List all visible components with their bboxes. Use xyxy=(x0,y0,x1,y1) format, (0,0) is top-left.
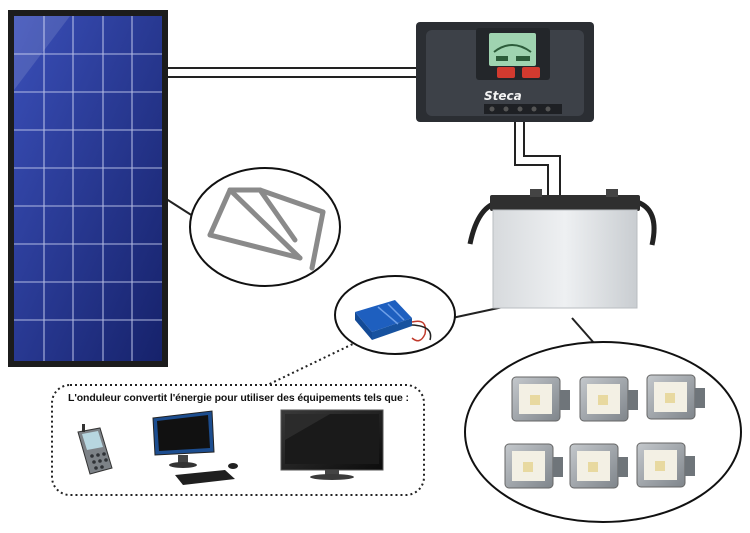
controller-button-right xyxy=(522,67,540,78)
controller-button-left xyxy=(497,67,515,78)
wire-controller-battery-right xyxy=(523,115,561,196)
equipment-caption: L'onduleur convertit l'énergie pour util… xyxy=(68,392,409,404)
floodlight-icon-2 xyxy=(579,376,638,422)
flat-screen-tv-icon xyxy=(280,409,384,480)
wires xyxy=(159,67,595,393)
inverter-icon xyxy=(355,300,432,342)
wire-controller-battery-left xyxy=(514,115,549,196)
charge-controller: Steca xyxy=(416,22,594,122)
battery xyxy=(467,189,657,309)
floodlights-bubble xyxy=(464,341,742,523)
desktop-computer-icon xyxy=(152,410,238,485)
solar-panel xyxy=(8,10,168,367)
wire-battery-lights xyxy=(571,317,595,344)
inverter-bubble xyxy=(334,275,456,355)
floodlight-icon-1 xyxy=(511,376,570,422)
wire-battery-inverter xyxy=(451,306,504,319)
mounting-frame-bubble xyxy=(189,167,341,287)
mounting-frame-icon xyxy=(207,187,326,271)
floodlight-icon-4 xyxy=(504,443,563,489)
floodlight-icon-6 xyxy=(636,442,695,488)
equipment-box xyxy=(51,384,425,496)
mobile-phone-icon xyxy=(77,424,113,475)
wire-inverter-equipment xyxy=(256,341,358,391)
floodlight-icon-3 xyxy=(646,374,705,420)
solar-panel-cells xyxy=(14,16,162,361)
battery-body xyxy=(492,209,638,309)
controller-brand: Steca xyxy=(484,89,522,103)
floodlight-icon-5 xyxy=(569,443,628,489)
